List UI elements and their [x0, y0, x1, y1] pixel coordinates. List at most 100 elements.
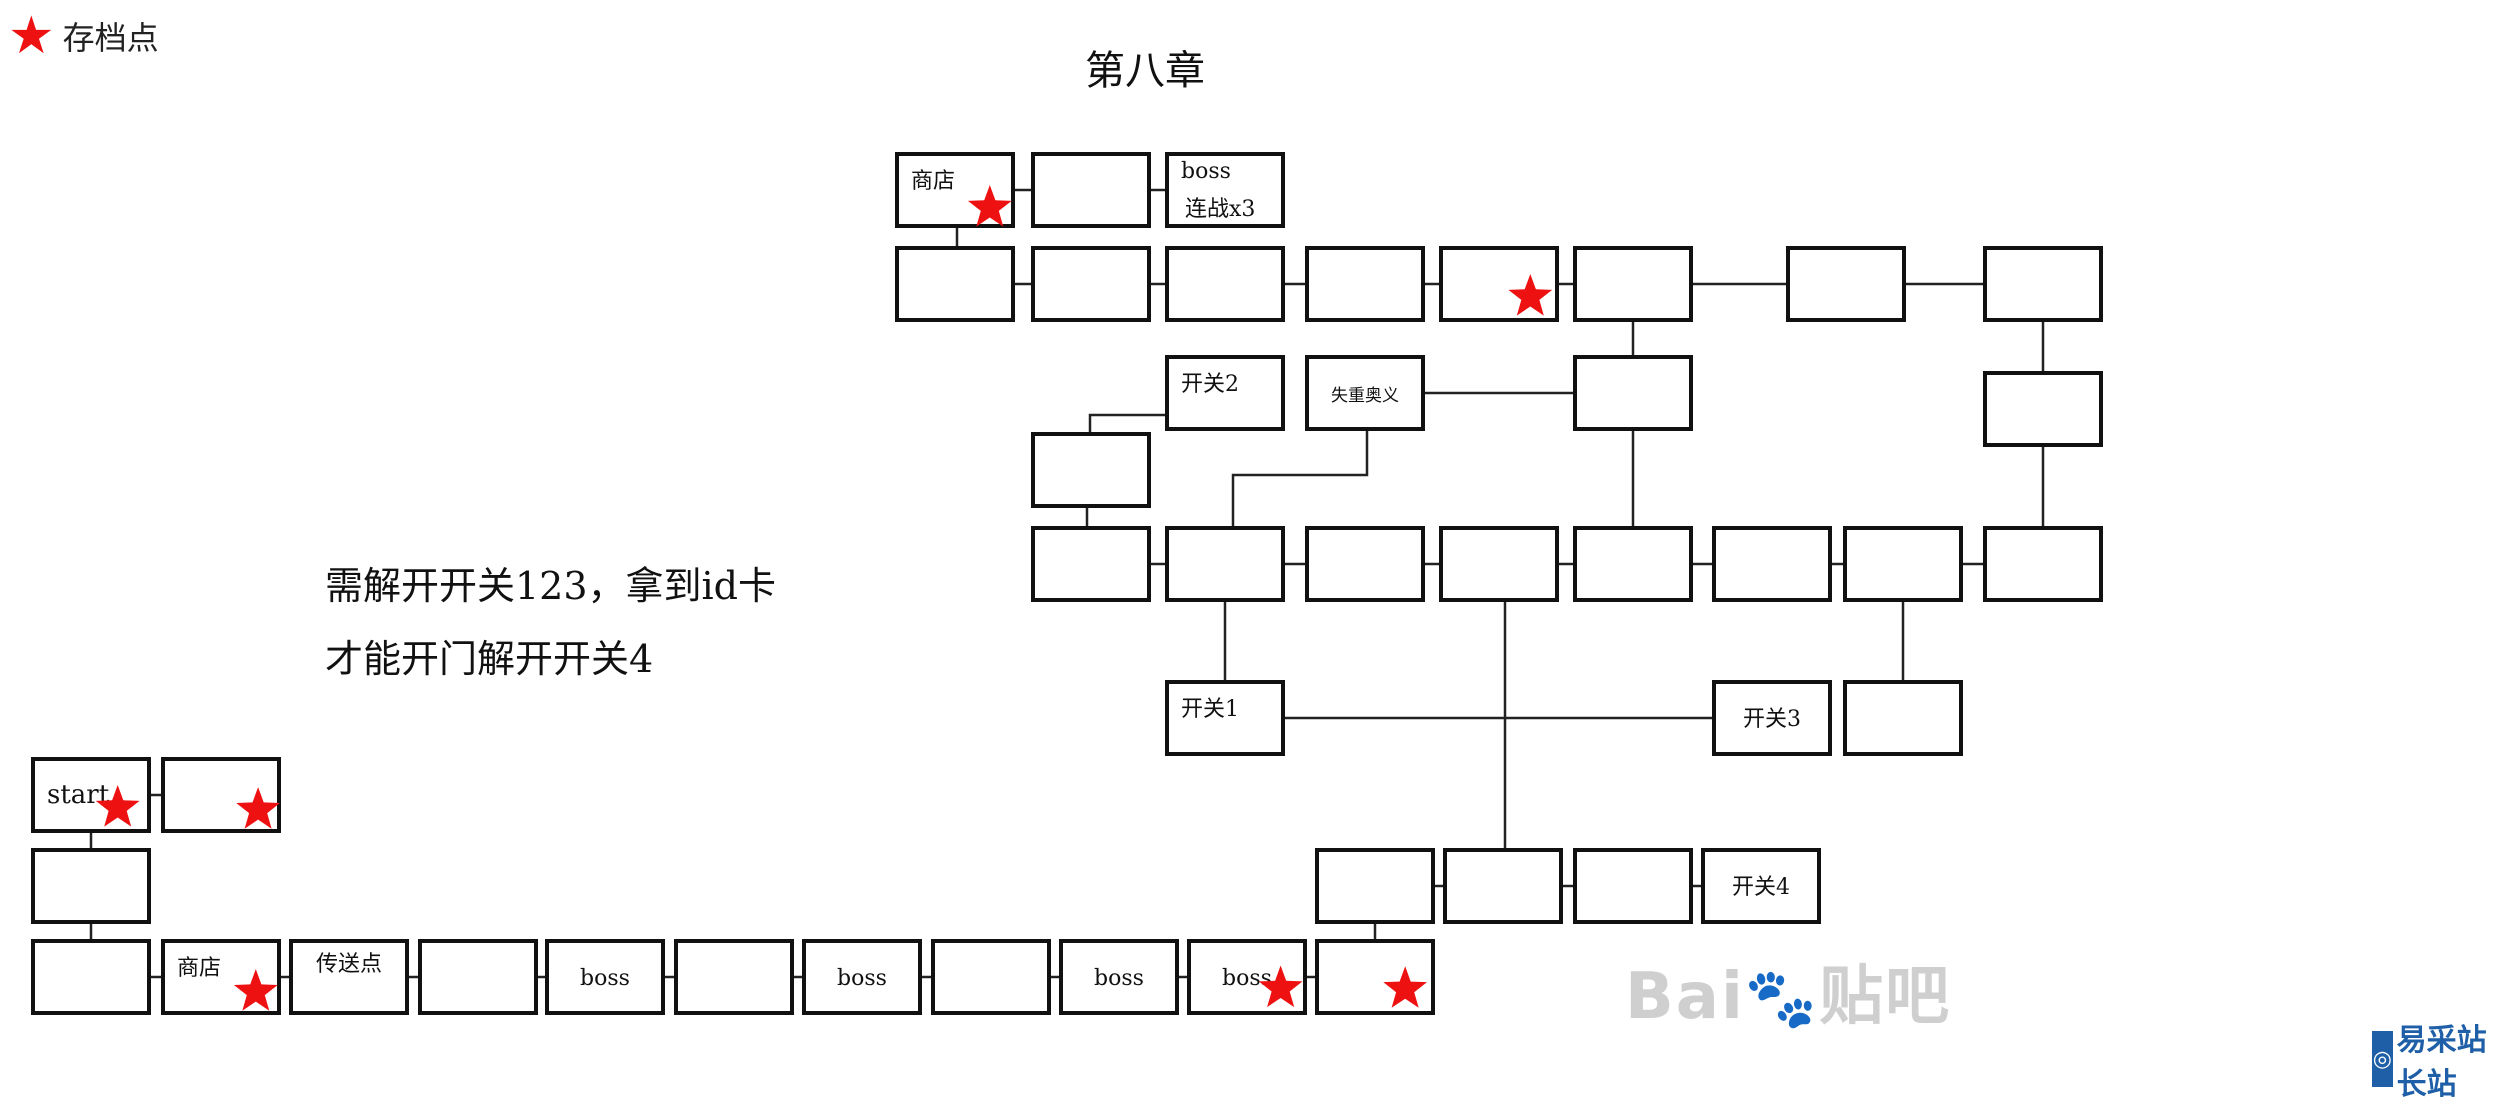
- room-r1d: [1305, 246, 1425, 322]
- room-sw2: 开关2: [1165, 355, 1285, 431]
- room-box: [1843, 680, 1963, 756]
- site-logo-icon: ◎: [2372, 1031, 2393, 1087]
- room-mid-right: [1573, 355, 1693, 431]
- room-sw3-right: [1843, 680, 1963, 756]
- room-sw3: 开关3: [1712, 680, 1832, 756]
- room-box: [1439, 246, 1559, 322]
- room-label: 开关3: [1743, 707, 1801, 732]
- room-box: [1031, 152, 1151, 228]
- room-r1g: [1786, 246, 1906, 322]
- room-box: [31, 757, 151, 833]
- room-label: boss: [1181, 159, 1231, 184]
- room-under-start: [31, 848, 151, 924]
- room-label: 商店: [177, 956, 221, 981]
- room-r3f: [1712, 526, 1832, 602]
- room-label: 失重奥义: [1331, 386, 1399, 406]
- room-b3: [418, 939, 538, 1015]
- room-b-end: [1315, 939, 1435, 1015]
- room-box: [1712, 526, 1832, 602]
- room-label: boss: [580, 966, 630, 991]
- room-sw1: 开关1: [1165, 680, 1285, 756]
- save-point-star-icon: [967, 185, 1012, 227]
- room-b-boss2: boss: [802, 939, 922, 1015]
- room-box: [1573, 246, 1693, 322]
- room-box: [1315, 848, 1435, 924]
- room-r3c: [1305, 526, 1425, 602]
- room-box: [1786, 246, 1906, 322]
- room-r1b: [1031, 246, 1151, 322]
- room-r1f: [1573, 246, 1693, 322]
- room-box: [1031, 246, 1151, 322]
- save-point-star-icon: [1258, 965, 1303, 1008]
- room-box: [1031, 432, 1151, 508]
- room-b-boss3: boss: [1059, 939, 1179, 1015]
- room-box: [1712, 680, 1832, 756]
- legend: ★ 存档点: [8, 10, 159, 62]
- room-b0: [31, 939, 151, 1015]
- room-label: start: [47, 780, 110, 810]
- room-box: [931, 939, 1051, 1015]
- room-t2: [1031, 152, 1151, 228]
- chapter-title: 第八章: [1085, 48, 1205, 94]
- save-point-star-icon: ★: [8, 6, 55, 66]
- room-r1a: [895, 246, 1015, 322]
- room-r4b: [1443, 848, 1563, 924]
- room-box: [674, 939, 794, 1015]
- save-point-star-icon: [95, 785, 140, 827]
- room-box: [1305, 246, 1425, 322]
- room-box: [1165, 246, 1285, 322]
- room-right-col: [1983, 371, 2103, 447]
- room-sw4: 开关4: [1701, 848, 1821, 924]
- room-start-right: [161, 757, 281, 833]
- room-box: [1031, 526, 1151, 602]
- room-label: 开关2: [1181, 372, 1239, 397]
- room-r1e: [1439, 246, 1559, 322]
- room-box: [1165, 526, 1285, 602]
- room-box: [418, 939, 538, 1015]
- room-r1c: [1165, 246, 1285, 322]
- room-box: [31, 939, 151, 1015]
- room-box: [1573, 526, 1693, 602]
- room-r3g: [1843, 526, 1963, 602]
- room-box: [1165, 680, 1285, 756]
- save-point-star-icon: [1508, 274, 1553, 316]
- room-r3d: [1439, 526, 1559, 602]
- room-box: [1165, 355, 1285, 431]
- room-box: [1701, 848, 1821, 924]
- room-label: 开关1: [1181, 697, 1239, 722]
- room-box: [895, 152, 1015, 228]
- room-label: 传送点: [316, 952, 382, 977]
- room-box: [1983, 526, 2103, 602]
- room-box: [1573, 355, 1693, 431]
- baidu-text: Bai: [1625, 960, 1745, 1034]
- paw-icon: 🐾: [1744, 964, 1820, 1032]
- room-box: [895, 246, 1015, 322]
- room-box: [1165, 152, 1285, 228]
- room-b7: [931, 939, 1051, 1015]
- save-point-star-icon: [1383, 966, 1427, 1008]
- save-point-star-icon: [236, 787, 280, 829]
- room-box: [1443, 848, 1563, 924]
- room-box: [1305, 526, 1425, 602]
- room-shizhong: 失重奥义: [1305, 355, 1425, 431]
- room-r1h: [1983, 246, 2103, 322]
- connector-line: [1088, 413, 1167, 434]
- legend-label: 存档点: [62, 19, 159, 57]
- save-point-star-icon: [233, 969, 278, 1011]
- note-line-1: 需解开开关123，拿到id卡: [325, 564, 777, 608]
- room-r3b: [1165, 526, 1285, 602]
- room-r4a: [1315, 848, 1435, 924]
- room-b-shop: 商店: [161, 939, 281, 1015]
- room-left-small: [1031, 432, 1151, 508]
- room-label: boss: [1094, 966, 1144, 991]
- room-label: 商店: [911, 169, 955, 194]
- room-b-boss1: boss: [545, 939, 665, 1015]
- room-b-boss4: boss: [1187, 939, 1307, 1015]
- room-box: [1983, 371, 2103, 447]
- site-name: 易采站长站: [2396, 1023, 2487, 1102]
- room-box: [1573, 848, 1693, 924]
- room-b5: [674, 939, 794, 1015]
- room-box: [545, 939, 665, 1015]
